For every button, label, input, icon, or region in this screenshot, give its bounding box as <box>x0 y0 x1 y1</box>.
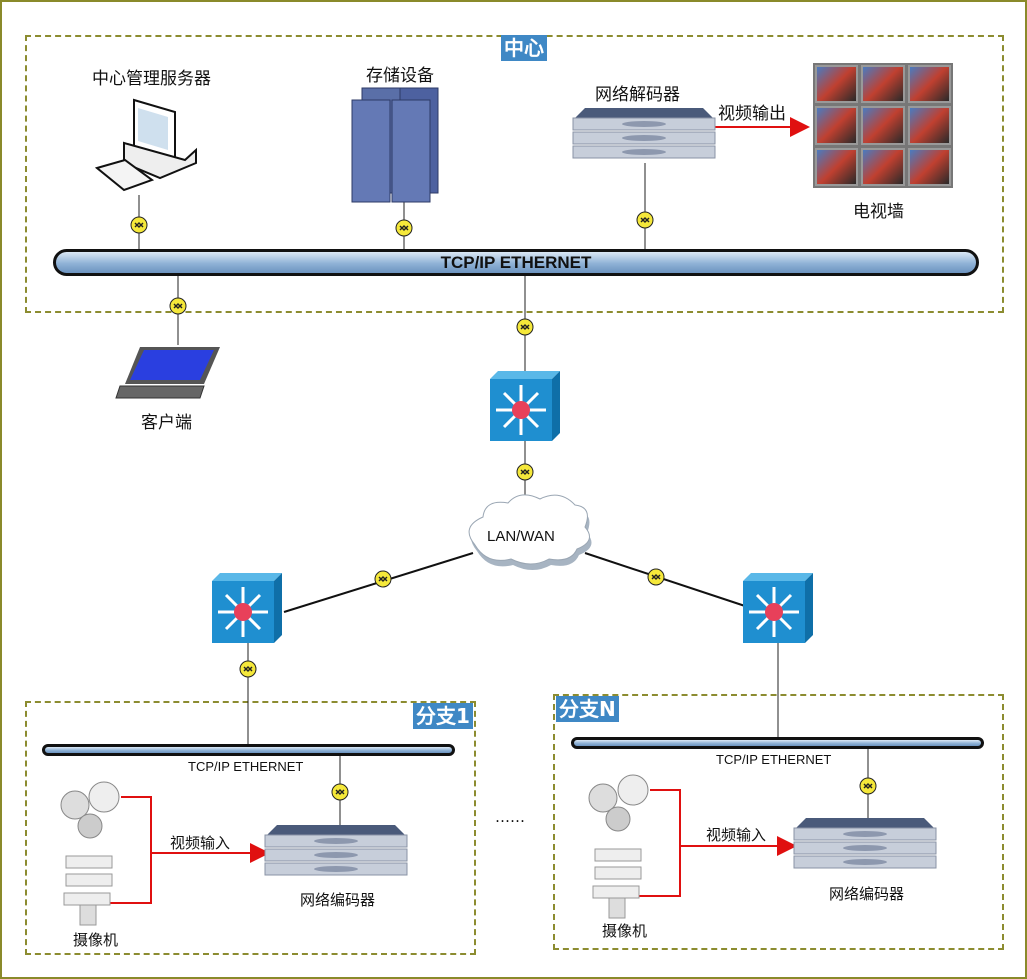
connector-icon <box>647 568 665 586</box>
connector-icon <box>239 660 257 678</box>
branch-1-bus-label: TCP/IP ETHERNET <box>188 759 304 774</box>
connector-icon <box>395 219 413 237</box>
storage-label: 存储设备 <box>366 66 434 86</box>
connector-icon <box>859 777 877 795</box>
encoder-label: 网络编码器 <box>829 885 905 903</box>
camera-icon <box>588 774 649 919</box>
backbone-ethernet-bus: TCP/IP ETHERNET <box>53 249 979 276</box>
tv-screen <box>815 147 859 186</box>
tv-screen <box>907 147 951 186</box>
connector-icon <box>130 216 148 234</box>
tv-screen <box>815 65 859 104</box>
branch-n-switch-icon <box>741 571 815 645</box>
tv-screen <box>861 65 905 104</box>
decoder-label: 网络解码器 <box>595 85 680 105</box>
laptop-icon <box>115 347 220 399</box>
zone-branch-n-label: 分支N <box>556 696 619 722</box>
core-switch-icon <box>488 369 562 443</box>
tv-wall-label: 电视墙 <box>853 202 904 222</box>
tv-screen <box>815 106 859 145</box>
encoder-icon <box>793 817 937 869</box>
video-in-label: 视频输入 <box>706 826 767 844</box>
camera-label: 摄像机 <box>602 922 648 940</box>
connector-icon <box>169 297 187 315</box>
server-tower-icon <box>351 87 439 203</box>
mgmt-server-label: 中心管理服务器 <box>92 69 211 89</box>
branch-1-ethernet-bus <box>42 744 455 756</box>
desktop-computer-icon <box>94 98 197 192</box>
client-label: 客户端 <box>141 413 192 433</box>
branch-n-bus-label: TCP/IP ETHERNET <box>716 752 832 767</box>
zone-center-label: 中心 <box>501 35 547 61</box>
tv-screen <box>861 147 905 186</box>
tv-wall-grid <box>815 65 951 186</box>
branch-n-ethernet-bus <box>571 737 984 749</box>
connector-icon <box>516 463 534 481</box>
connector-icon <box>636 211 654 229</box>
tv-screen <box>861 106 905 145</box>
decoder-icon <box>572 107 716 159</box>
connector-icon <box>516 318 534 336</box>
encoder-label: 网络编码器 <box>300 891 376 909</box>
tv-screen <box>907 65 951 104</box>
backbone-label: TCP/IP ETHERNET <box>440 253 592 272</box>
encoder-icon <box>264 824 408 876</box>
branch-1-switch-icon <box>210 571 284 645</box>
tv-screen <box>907 106 951 145</box>
zone-branch-1 <box>25 701 476 955</box>
camera-icon <box>60 781 120 926</box>
connector-icon <box>374 570 392 588</box>
zone-branch-1-label: 分支1 <box>413 703 473 729</box>
more-branches-ellipsis: …… <box>495 808 525 826</box>
video-in-label: 视频输入 <box>170 834 231 852</box>
cloud-icon <box>468 494 592 570</box>
connector-icon <box>331 783 349 801</box>
video-out-label: 视频输出 <box>718 104 786 124</box>
camera-label: 摄像机 <box>73 931 119 949</box>
cloud-label: LAN/WAN <box>487 528 555 545</box>
